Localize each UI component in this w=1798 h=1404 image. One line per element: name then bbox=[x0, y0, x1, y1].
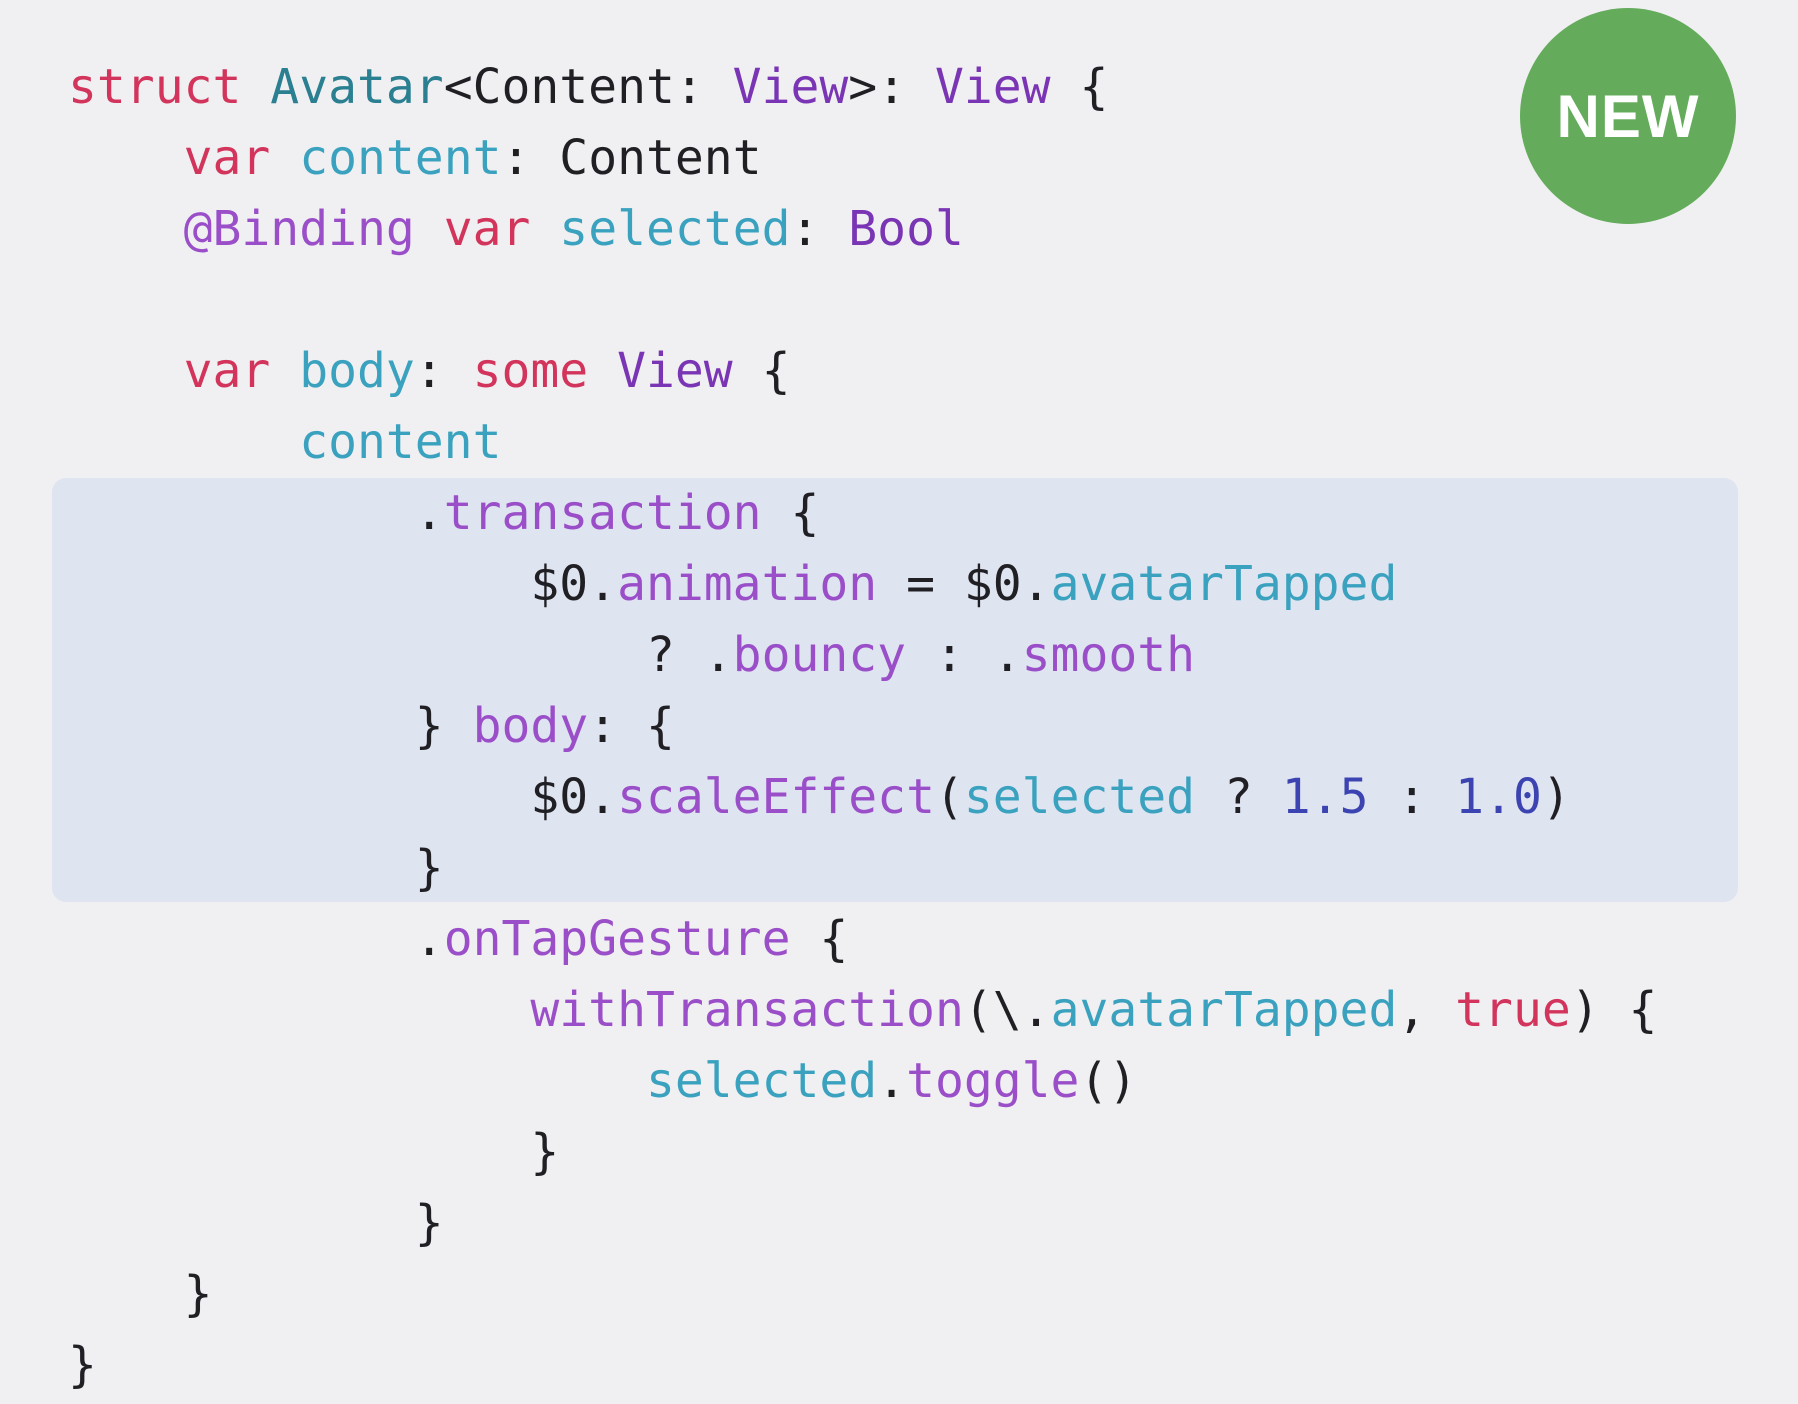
code-line: } bbox=[68, 1188, 1657, 1259]
code-line: ? .bouncy : .smooth bbox=[68, 620, 1657, 691]
code-token: withTransaction bbox=[530, 982, 964, 1038]
code-line: .onTapGesture { bbox=[68, 904, 1657, 975]
code-token: avatarTapped bbox=[1050, 556, 1398, 612]
code-token: 1.5 bbox=[1281, 769, 1369, 825]
code-token: body bbox=[472, 698, 589, 754]
code-token: { bbox=[790, 911, 849, 967]
code-token: ) bbox=[1541, 769, 1571, 825]
code-token: View bbox=[732, 59, 849, 115]
code-line: } bbox=[68, 1330, 1657, 1401]
code-line: } bbox=[68, 833, 1657, 904]
code-token: 1.0 bbox=[1455, 769, 1542, 825]
code-token: animation bbox=[617, 556, 878, 612]
code-token: } bbox=[68, 1195, 444, 1251]
code-token: content bbox=[299, 414, 502, 470]
code-token bbox=[68, 982, 530, 1038]
code-token: body bbox=[299, 343, 415, 399]
code-token: selected bbox=[645, 1053, 878, 1109]
code-token: var bbox=[183, 130, 271, 186]
code-token: { bbox=[732, 343, 791, 399]
code-token: toggle bbox=[906, 1053, 1080, 1109]
new-badge: NEW bbox=[1520, 8, 1736, 224]
code-token: , bbox=[1397, 982, 1456, 1038]
code-token: ) { bbox=[1570, 982, 1658, 1038]
code-line: @Binding var selected: Bool bbox=[68, 194, 1657, 265]
code-token: () bbox=[1079, 1053, 1138, 1109]
code-token: true bbox=[1455, 982, 1571, 1038]
code-token: } bbox=[68, 1266, 213, 1322]
code-token: } bbox=[68, 1124, 560, 1180]
code-token: @Binding bbox=[183, 201, 415, 257]
code-token: content bbox=[299, 130, 502, 186]
code-token: some bbox=[472, 343, 589, 399]
code-token: View bbox=[617, 343, 733, 399]
code-token: . bbox=[877, 1053, 907, 1109]
code-token: transaction bbox=[443, 485, 762, 541]
code-token: { bbox=[1050, 59, 1109, 115]
code-line: var content: Content bbox=[68, 123, 1657, 194]
code-token: avatarTapped bbox=[1050, 982, 1398, 1038]
code-highlight-block bbox=[52, 478, 1738, 902]
code-token bbox=[588, 343, 617, 399]
code-token: struct bbox=[68, 59, 242, 115]
code-token: { bbox=[761, 485, 820, 541]
code-token: } bbox=[68, 698, 473, 754]
code-token: var bbox=[443, 201, 531, 257]
code-token: selected bbox=[963, 769, 1196, 825]
code-line: } bbox=[68, 1117, 1657, 1188]
code-token: : bbox=[414, 343, 473, 399]
code-token: ? . bbox=[68, 627, 733, 683]
code-token: ( bbox=[934, 769, 964, 825]
new-badge-label: NEW bbox=[1556, 82, 1700, 150]
code-token: } bbox=[68, 1337, 97, 1393]
code-token bbox=[270, 130, 299, 186]
code-line: content bbox=[68, 407, 1657, 478]
code-token bbox=[68, 343, 184, 399]
code-listing: struct Avatar<Content: View>: View { var… bbox=[68, 52, 1657, 1401]
code-token: var bbox=[183, 343, 271, 399]
code-token bbox=[241, 59, 270, 115]
code-token bbox=[68, 201, 184, 257]
code-line: selected.toggle() bbox=[68, 1046, 1657, 1117]
code-line: var body: some View { bbox=[68, 336, 1657, 407]
code-token: $0. bbox=[68, 769, 618, 825]
code-token bbox=[415, 201, 444, 257]
code-token: : { bbox=[588, 698, 675, 754]
code-line: struct Avatar<Content: View>: View { bbox=[68, 52, 1657, 123]
code-token: : Content bbox=[501, 130, 762, 186]
code-line: .transaction { bbox=[68, 478, 1657, 549]
code-token: Avatar bbox=[270, 59, 444, 115]
code-token: onTapGesture bbox=[443, 911, 791, 967]
code-token: . bbox=[68, 485, 444, 541]
code-token: Bool bbox=[848, 201, 964, 257]
code-line: $0.scaleEffect(selected ? 1.5 : 1.0) bbox=[68, 762, 1657, 833]
code-token: ? bbox=[1195, 769, 1282, 825]
code-token: selected bbox=[559, 201, 791, 257]
code-token: scaleEffect bbox=[617, 769, 935, 825]
code-line: } bbox=[68, 1259, 1657, 1330]
code-token: $0. bbox=[68, 556, 618, 612]
code-line: withTransaction(\.avatarTapped, true) { bbox=[68, 975, 1657, 1046]
code-token bbox=[530, 201, 559, 257]
code-token bbox=[68, 414, 299, 470]
code-token: View bbox=[934, 59, 1051, 115]
code-token bbox=[68, 130, 184, 186]
code-token: } bbox=[68, 840, 444, 896]
code-token bbox=[270, 343, 299, 399]
code-token: : bbox=[790, 201, 849, 257]
code-token: . bbox=[68, 911, 444, 967]
code-token: : . bbox=[906, 627, 1022, 683]
code-token: bouncy bbox=[732, 627, 907, 683]
code-token: <Content: bbox=[443, 59, 733, 115]
code-token: : bbox=[1368, 769, 1456, 825]
code-line bbox=[68, 265, 1657, 336]
code-token: >: bbox=[848, 59, 935, 115]
code-line: } body: { bbox=[68, 691, 1657, 762]
code-token: (\. bbox=[963, 982, 1051, 1038]
code-token bbox=[68, 1053, 646, 1109]
code-token: smooth bbox=[1021, 627, 1196, 683]
code-line: $0.animation = $0.avatarTapped bbox=[68, 549, 1657, 620]
code-token: = $0. bbox=[877, 556, 1051, 612]
